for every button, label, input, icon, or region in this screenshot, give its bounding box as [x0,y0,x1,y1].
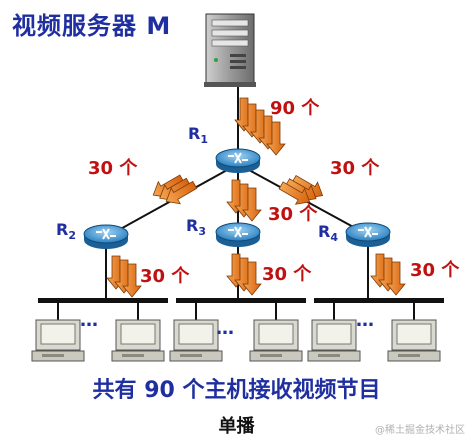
count-r2-lan: 30 个 [140,266,190,287]
count-r3-lan: 30 个 [262,264,312,285]
lan-buses [38,298,444,320]
count-r1-r3: 30 个 [268,204,318,225]
ellipsis-right: … [356,310,374,331]
video-server-icon [204,13,256,87]
count-r1-r2: 30 个 [88,158,138,179]
router-r1-icon [215,148,261,174]
lan-bus-left [38,298,168,303]
host-computer-icon [249,319,303,362]
host-computer-icon [111,319,165,362]
host-computer-icon [169,319,223,362]
router-r3-label: R3 [186,216,206,239]
arrows-r1-r2 [148,170,200,210]
arrows-r4-lan [370,253,406,296]
ellipsis-middle: … [216,318,234,339]
router-r2-icon [83,224,129,250]
ellipsis-left: … [80,310,98,331]
count-r1-r4: 30 个 [330,158,380,179]
router-r3-icon [215,222,261,248]
footer-label: 单播 [218,416,255,437]
arrows-r2-lan [106,255,142,298]
lan-bus-middle [176,298,306,303]
router-r2-label: R2 [56,220,76,243]
diagram-title: 视频服务器 M [12,12,172,40]
host-computer-icon [31,319,85,362]
caption: 共有 90 个主机接收视频节目 [92,378,381,403]
count-server-r1: 90 个 [270,98,320,119]
lan-bus-right [314,298,444,303]
router-r4-icon [345,222,391,248]
router-r1-label: R1 [188,124,208,147]
count-r4-lan: 30 个 [410,260,460,281]
router-r4-label: R4 [318,222,338,245]
watermark: @稀土掘金技术社区 [375,425,465,436]
arrows-r3-lan [226,253,262,296]
arrows-r1-r3 [226,179,262,222]
host-computer-icon [387,319,441,362]
host-computer-icon [307,319,361,362]
